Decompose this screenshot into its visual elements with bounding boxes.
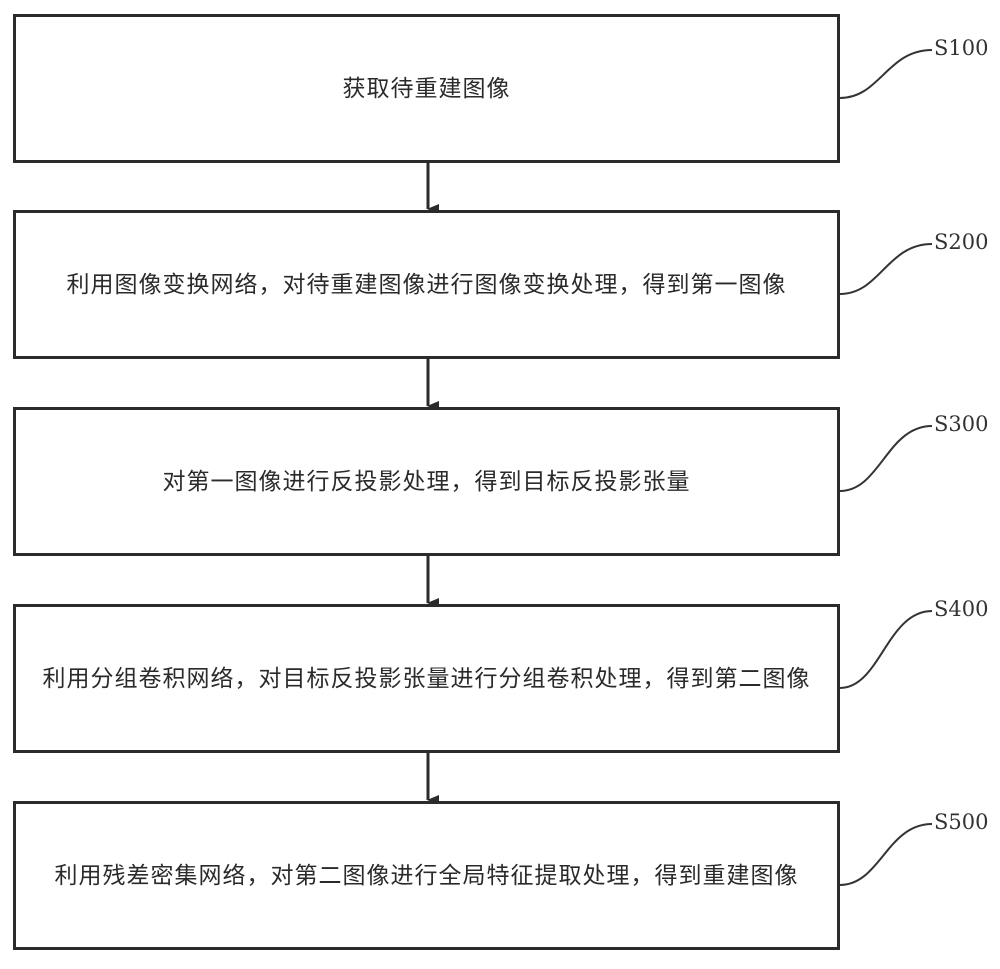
step-text-s100: 获取待重建图像 (342, 75, 511, 102)
leader-line-s500 (839, 823, 933, 886)
step-box-s500: 利用残差密集网络，对第二图像进行全局特征提取处理，得到重建图像 (13, 801, 840, 950)
step-text-s200: 利用图像变换网络，对待重建图像进行图像变换处理，得到第一图像 (66, 271, 787, 298)
leader-line-s100 (839, 49, 933, 99)
step-label-s500: S500 (934, 810, 989, 834)
step-label-s400: S400 (934, 597, 989, 621)
step-box-s200: 利用图像变换网络，对待重建图像进行图像变换处理，得到第一图像 (13, 210, 840, 359)
step-label-s200: S200 (934, 230, 989, 254)
step-label-s300: S300 (934, 412, 989, 436)
step-box-s300: 对第一图像进行反投影处理，得到目标反投影张量 (13, 407, 840, 556)
step-box-s400: 利用分组卷积网络，对目标反投影张量进行分组卷积处理，得到第二图像 (13, 604, 840, 753)
leader-line-s200 (839, 243, 933, 295)
leader-line-s300 (839, 425, 933, 492)
step-text-s400: 利用分组卷积网络，对目标反投影张量进行分组卷积处理，得到第二图像 (42, 665, 811, 692)
step-text-s300: 对第一图像进行反投影处理，得到目标反投影张量 (162, 468, 691, 495)
step-box-s100: 获取待重建图像 (13, 14, 840, 163)
step-label-s100: S100 (934, 36, 989, 60)
leader-line-s400 (839, 610, 933, 689)
step-text-s500: 利用残差密集网络，对第二图像进行全局特征提取处理，得到重建图像 (54, 862, 799, 889)
